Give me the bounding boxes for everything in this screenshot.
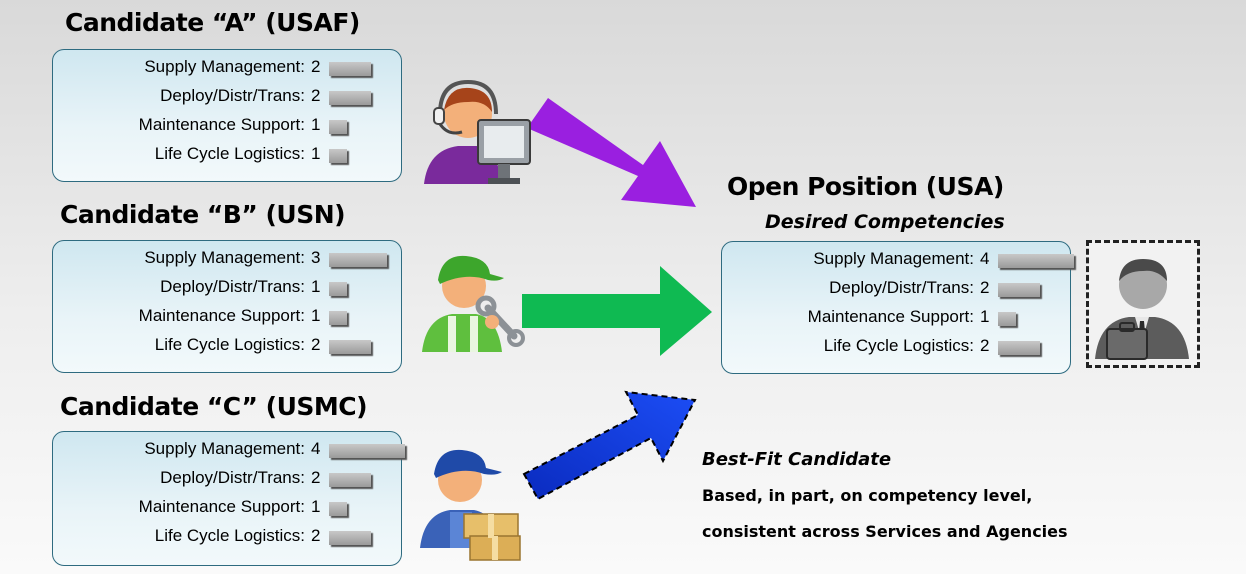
open-position-panel: Supply Management: 4 Deploy/Distr/Trans:… xyxy=(721,241,1074,374)
competency-row: Life Cycle Logistics: 2 xyxy=(53,335,401,364)
candidate-b-panel: Supply Management: 3 Deploy/Distr/Trans:… xyxy=(52,240,402,373)
competency-row: Deploy/Distr/Trans: 2 xyxy=(53,86,401,115)
competency-row: Maintenance Support: 1 xyxy=(53,115,401,144)
competency-row: Maintenance Support: 1 xyxy=(722,307,1070,336)
competency-row: Deploy/Distr/Trans: 2 xyxy=(53,468,401,497)
competency-row: Life Cycle Logistics: 2 xyxy=(722,336,1070,365)
competency-label: Life Cycle Logistics: xyxy=(154,526,305,545)
competency-bar xyxy=(998,312,1016,326)
competency-row: Maintenance Support: 1 xyxy=(53,497,401,526)
competency-level: 2 xyxy=(980,336,990,355)
competency-label: Supply Management: xyxy=(144,57,305,76)
competency-row: Supply Management: 3 xyxy=(53,248,401,277)
candidate-b-title: Candidate “B” (USN) xyxy=(60,200,346,229)
competency-bar xyxy=(329,62,371,76)
open-position-title: Open Position (USA) xyxy=(727,172,1004,201)
competency-label: Deploy/Distr/Trans: xyxy=(160,86,305,105)
competency-level: 4 xyxy=(311,439,321,458)
competency-label: Maintenance Support: xyxy=(138,497,305,516)
competency-label: Maintenance Support: xyxy=(807,307,974,326)
competency-row: Deploy/Distr/Trans: 1 xyxy=(53,277,401,306)
competency-level: 4 xyxy=(980,249,990,268)
competency-bar xyxy=(329,311,347,325)
competency-level: 1 xyxy=(311,277,321,296)
competency-bar xyxy=(329,149,347,163)
competency-label: Life Cycle Logistics: xyxy=(154,144,305,163)
call-center-agent-icon xyxy=(424,79,531,184)
arrow-candidate-a xyxy=(527,98,696,207)
competency-level: 1 xyxy=(311,306,321,325)
competency-level: 1 xyxy=(980,307,990,326)
position-placeholder-frame xyxy=(1086,240,1200,368)
competency-bar xyxy=(998,341,1040,355)
businessman-with-briefcase-icon xyxy=(1095,259,1189,360)
competency-bar xyxy=(329,120,347,134)
competency-bar xyxy=(329,282,347,296)
competency-row: Life Cycle Logistics: 2 xyxy=(53,526,401,555)
competency-label: Maintenance Support: xyxy=(138,306,305,325)
arrow-candidate-b xyxy=(522,266,712,356)
competency-label: Life Cycle Logistics: xyxy=(154,335,305,354)
competency-label: Supply Management: xyxy=(144,248,305,267)
candidate-a-panel: Supply Management: 2 Deploy/Distr/Trans:… xyxy=(52,49,402,182)
competency-bar xyxy=(329,444,405,458)
candidate-c-panel: Supply Management: 4 Deploy/Distr/Trans:… xyxy=(52,431,405,566)
competency-level: 2 xyxy=(311,86,321,105)
best-fit-title: Best-Fit Candidate xyxy=(702,449,892,470)
competency-bar xyxy=(329,340,371,354)
best-fit-line-2: consistent across Services and Agencies xyxy=(702,522,1068,541)
arrow-candidate-c xyxy=(522,390,697,501)
competency-bar xyxy=(329,91,371,105)
competency-bar xyxy=(329,473,371,487)
competency-bar xyxy=(329,253,387,267)
competency-level: 2 xyxy=(980,278,990,297)
competency-row: Maintenance Support: 1 xyxy=(53,306,401,335)
competency-row: Supply Management: 2 xyxy=(53,57,401,86)
competency-row: Life Cycle Logistics: 1 xyxy=(53,144,401,173)
competency-label: Supply Management: xyxy=(144,439,305,458)
competency-level: 2 xyxy=(311,335,321,354)
competency-row: Supply Management: 4 xyxy=(53,439,405,468)
competency-label: Deploy/Distr/Trans: xyxy=(829,278,974,297)
competency-bar xyxy=(998,283,1040,297)
competency-label: Life Cycle Logistics: xyxy=(823,336,974,355)
competency-label: Deploy/Distr/Trans: xyxy=(160,468,305,487)
competency-level: 3 xyxy=(311,248,321,267)
desired-competencies-subtitle: Desired Competencies xyxy=(765,211,1005,233)
best-fit-line-1: Based, in part, on competency level, xyxy=(702,486,1033,505)
mechanic-with-wrench-icon xyxy=(422,255,525,352)
delivery-worker-with-boxes-icon xyxy=(420,449,521,561)
competency-bar xyxy=(329,531,371,545)
competency-bar xyxy=(998,254,1074,268)
competency-level: 2 xyxy=(311,468,321,487)
competency-level: 2 xyxy=(311,526,321,545)
competency-bar xyxy=(329,502,347,516)
competency-level: 2 xyxy=(311,57,321,76)
candidate-c-title: Candidate “C” (USMC) xyxy=(60,392,368,421)
competency-label: Supply Management: xyxy=(813,249,974,268)
competency-level: 1 xyxy=(311,115,321,134)
competency-row: Deploy/Distr/Trans: 2 xyxy=(722,278,1070,307)
competency-level: 1 xyxy=(311,144,321,163)
competency-row: Supply Management: 4 xyxy=(722,249,1074,278)
competency-label: Deploy/Distr/Trans: xyxy=(160,277,305,296)
competency-level: 1 xyxy=(311,497,321,516)
candidate-a-title: Candidate “A” (USAF) xyxy=(65,8,360,37)
competency-label: Maintenance Support: xyxy=(138,115,305,134)
